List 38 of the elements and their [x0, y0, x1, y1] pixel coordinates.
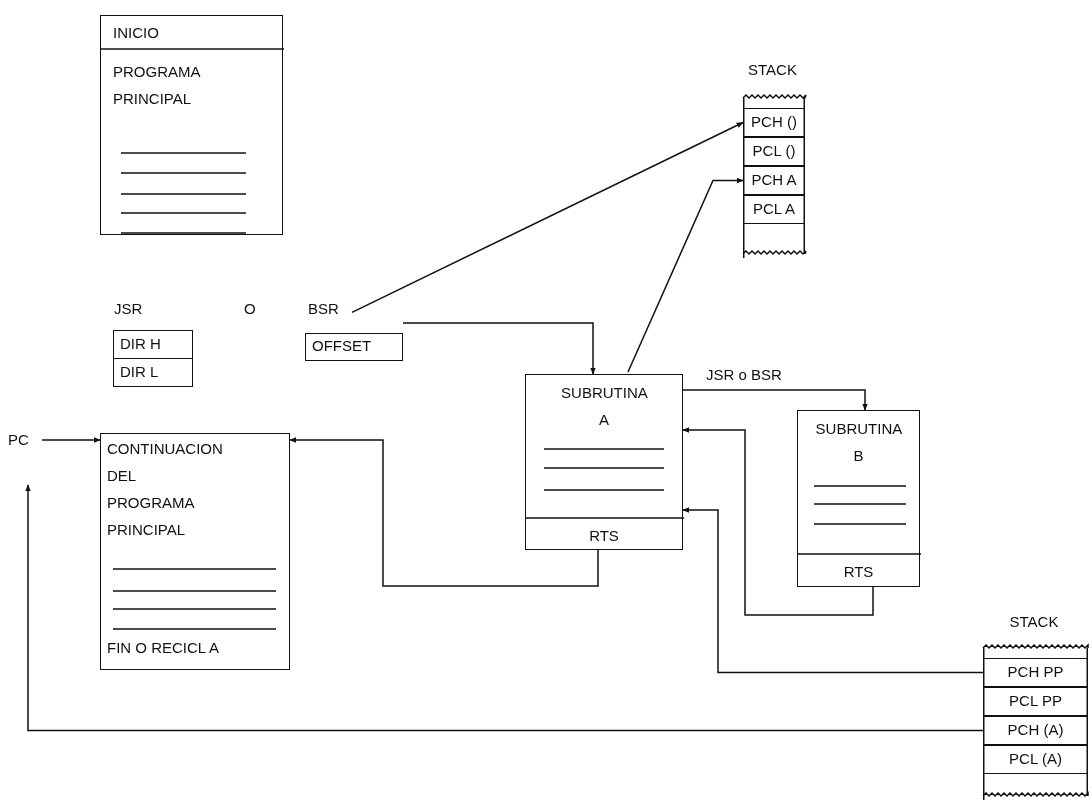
instruction-field: OFFSET	[305, 333, 403, 361]
stack-heading: STACK	[1009, 612, 1059, 632]
stack-cell: PCL PP	[983, 687, 1088, 716]
stack-cell: PCL ()	[743, 137, 805, 166]
register-name: PC	[8, 430, 40, 450]
subroutine-block	[525, 374, 683, 550]
stack-cell: PCH A	[743, 166, 805, 195]
subroutine-block	[797, 410, 920, 587]
arrow	[41, 437, 101, 443]
block-title: SUBRUTINA A	[561, 383, 647, 430]
instruction-name: JSR	[114, 298, 154, 320]
block-footer: FIN O RECICL A	[107, 634, 219, 661]
arrow	[402, 322, 596, 375]
stack-cell: PCL A	[743, 195, 805, 224]
arrow	[25, 484, 984, 732]
block-title: CONTINUACION DEL PROGRAMA PRINCIPAL	[107, 439, 223, 540]
block-title: SUBRUTINA B	[815, 419, 902, 466]
return-instruction: RTS	[588, 526, 620, 546]
stack-cell: PCH ()	[743, 108, 805, 137]
stack-cell: PCL (A)	[983, 745, 1088, 774]
arrow	[682, 389, 868, 411]
return-instruction: RTS	[842, 562, 875, 582]
program-block	[100, 15, 283, 235]
arrow	[682, 507, 984, 674]
block-title: PROGRAMA PRINCIPAL	[113, 62, 200, 109]
conjunction-text: O	[244, 299, 256, 319]
arrow	[289, 437, 599, 587]
stack-cell: PCH PP	[983, 658, 1088, 687]
stack-heading: STACK	[748, 60, 797, 80]
arrow	[682, 427, 874, 616]
instruction-field: DIR L	[113, 358, 193, 387]
instruction-name: BSR	[308, 298, 348, 320]
arrow	[627, 177, 744, 373]
instruction-field: DIR H	[113, 330, 193, 360]
block-heading: INICIO	[113, 23, 159, 43]
program-block	[100, 433, 290, 670]
stack-cell: PCH (A)	[983, 716, 1088, 745]
arrow	[351, 121, 744, 314]
